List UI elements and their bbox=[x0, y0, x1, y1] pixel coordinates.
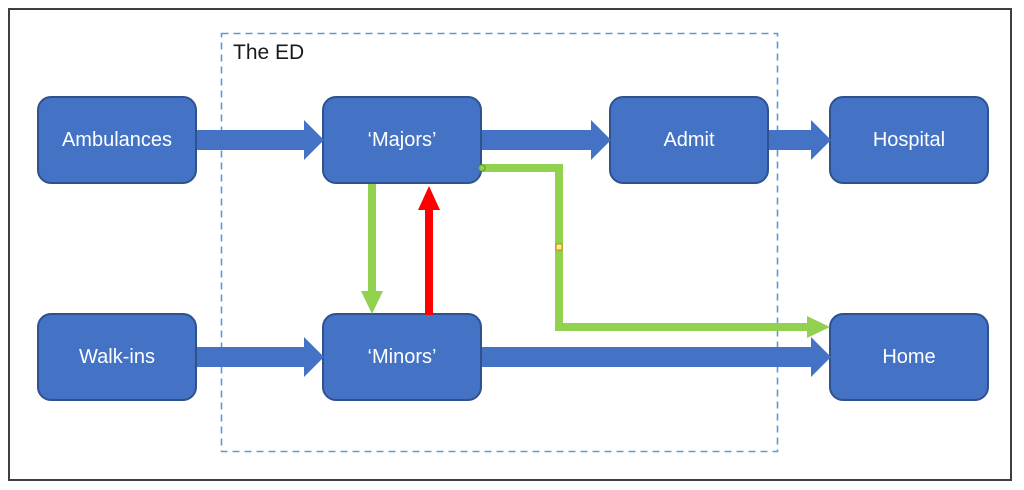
node-walkins: Walk-ins bbox=[37, 313, 197, 401]
node-home: Home bbox=[829, 313, 989, 401]
ed-label: The ED bbox=[233, 41, 305, 64]
node-minors-label: ‘Minors’ bbox=[367, 345, 437, 368]
node-home-label: Home bbox=[882, 345, 936, 368]
node-majors: ‘Majors’ bbox=[322, 96, 482, 184]
node-walkins-label: Walk-ins bbox=[79, 345, 155, 368]
node-ambulances: Ambulances bbox=[37, 96, 197, 184]
node-hospital-label: Hospital bbox=[872, 128, 946, 151]
node-admit-label: Admit bbox=[663, 128, 715, 151]
outer-frame bbox=[8, 8, 1012, 481]
node-majors-label: ‘Majors’ bbox=[367, 128, 437, 151]
node-minors: ‘Minors’ bbox=[322, 313, 482, 401]
node-ambulances-label: Ambulances bbox=[61, 128, 173, 151]
node-admit: Admit bbox=[609, 96, 769, 184]
node-hospital: Hospital bbox=[829, 96, 989, 184]
